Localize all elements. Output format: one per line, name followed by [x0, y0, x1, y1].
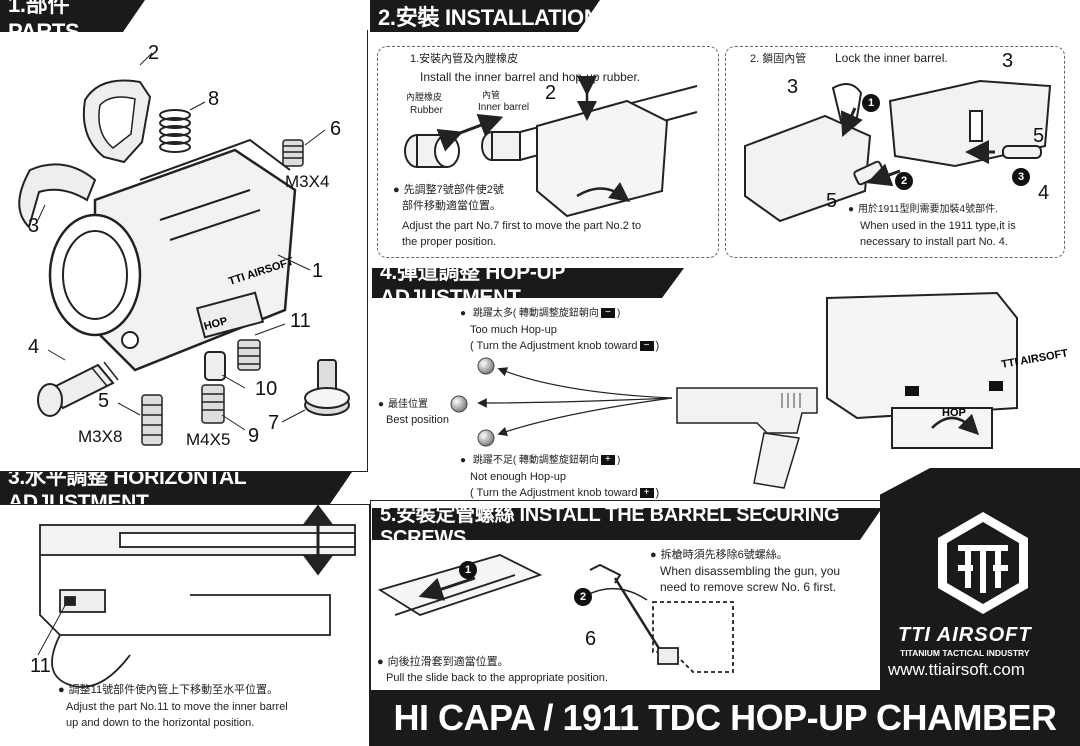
parts-callout-4: 4: [28, 336, 40, 358]
screws-note-en1: When disassembling the gun, you: [660, 564, 841, 578]
horizontal-callout-11: 11: [30, 655, 51, 677]
install-step1-cn: 1.安裝內管及內膛橡皮: [410, 53, 519, 65]
hopup-chamber-hop: HOP: [942, 407, 966, 419]
install-step2-en: Lock the inner barrel.: [835, 51, 948, 65]
hopup-not-enough-turn-close: ): [655, 487, 660, 499]
hopup-too-much-cn: 跳躍太多( 轉動調整旋鈕朝向−): [460, 307, 620, 321]
hopup-not-enough-en: Not enough Hop-up: [470, 471, 567, 483]
parts-callout-7: 7: [268, 412, 280, 434]
hopup-too-much-turn-text: ( Turn the Adjustment knob toward: [470, 340, 638, 352]
install-step2-callout-5b: 5: [826, 190, 838, 212]
install-step2-box: [725, 46, 1065, 258]
parts-callout-3: 3: [28, 215, 40, 237]
hopup-best-en: Best position: [386, 414, 449, 426]
hopup-not-enough-cn-text: 跳躍不足( 轉動調整旋鈕朝向: [472, 455, 599, 466]
horizontal-note-en1: Adjust the part No.11 to move the inner …: [66, 701, 288, 713]
horizontal-diagram: [37, 504, 356, 688]
install-step2-marker-3: 3: [1012, 168, 1030, 186]
hopup-not-enough-turn-text: ( Turn the Adjustment knob toward: [470, 487, 638, 499]
hopup-best-cn: 最佳位置: [378, 398, 428, 412]
parts-panel: [0, 30, 368, 472]
install-step2-cn: 2. 鎖固內管: [750, 53, 807, 65]
hopup-too-much-cn-text: 跳躍太多( 轉動調整旋鈕朝向: [472, 308, 599, 319]
parts-callout-5: 5: [98, 390, 110, 412]
parts-callout-8: 8: [208, 88, 220, 110]
hopup-too-much-turn: ( Turn the Adjustment knob toward−): [470, 339, 659, 353]
parts-callout-m4x5: M4X5: [186, 430, 231, 449]
hopup-too-much-turn-close: ): [655, 340, 660, 352]
parts-callout-2: 2: [148, 42, 160, 64]
parts-callout-6: 6: [330, 118, 342, 140]
installation-section-title: 2.安裝 INSTALLATION: [370, 0, 600, 32]
install-step2-note-en1: When used in the 1911 type,it is: [860, 220, 1016, 232]
screws-step-marker-2: 2: [574, 588, 592, 606]
plus-icon: +: [639, 488, 654, 499]
minus-icon: −: [639, 341, 654, 352]
brand-tagline: TITANIUM TACTICAL INDUSTRY: [900, 648, 1030, 658]
screws-note-en2: need to remove screw No. 6 first.: [660, 580, 837, 594]
parts-callout-11: 11: [290, 310, 311, 332]
install-step2-callout-4: 4: [1038, 182, 1050, 204]
install-rubber-cn: 內膛橡皮: [406, 92, 443, 102]
hopup-not-enough-cn: 跳躍不足( 轉動調整旋鈕朝向+): [460, 454, 620, 468]
parts-callout-m3x8: M3X8: [78, 427, 123, 446]
brand-url[interactable]: www.ttiairsoft.com: [888, 660, 1025, 679]
install-step1-box: [377, 46, 719, 258]
install-step2-marker-1: 1: [862, 94, 880, 112]
screws-pull-cn: 向後拉滑套到適當位置。: [377, 655, 509, 669]
installation-title-text: 2.安裝 INSTALLATION: [378, 5, 600, 30]
hopup-not-enough-close: ): [616, 455, 621, 466]
product-title-bar: HI CAPA / 1911 TDC HOP-UP CHAMBER: [370, 690, 1080, 746]
hopup-not-enough-turn: ( Turn the Adjustment knob toward+): [470, 486, 659, 500]
screws-pull-en: Pull the slide back to the appropriate p…: [386, 672, 608, 684]
install-step2-callout-3b: 3: [1002, 50, 1014, 72]
install-step1-note-cn1: 先調整7號部件使2號: [393, 183, 504, 197]
parts-callout-9: 9: [248, 425, 260, 447]
parts-exploded-diagram: TTI AIRSOFT HOP: [18, 52, 350, 446]
parts-callout-1: 1: [312, 260, 324, 282]
install-rubber-en: Rubber: [410, 105, 443, 116]
install-step1-note-en2: the proper position.: [402, 236, 497, 248]
minus-icon: −: [600, 308, 615, 319]
install-barrel-cn: 內管: [482, 90, 501, 100]
horizontal-note-cn: 調整11號部件使內管上下移動至水平位置。: [58, 683, 278, 697]
install-step2-note-cn: 用於1911型則需要加裝4號部件.: [848, 203, 998, 217]
install-step2-marker-2: 2: [895, 172, 913, 190]
parts-callout-m3x4: M3X4: [285, 172, 330, 191]
horizontal-section-title: 3.水平調整 HORIZONTAL ADJUSTMENT: [0, 472, 352, 504]
install-barrel-en: Inner barrel: [478, 102, 530, 113]
screws-diagram: [377, 554, 734, 673]
hopup-trajectory-diagram: TTI AIRSOFT HOP: [450, 291, 1069, 489]
install-step2-diagram: [744, 79, 1052, 223]
install-step1-note-cn2: 部件移動適當位置。: [402, 200, 501, 212]
install-step2-note-en2: necessary to install part No. 4.: [860, 236, 1008, 248]
parts-section-title: 1.部件 PARTS: [0, 0, 145, 32]
brand-logo-icon: [938, 512, 1028, 614]
hopup-too-much-close: ): [616, 308, 621, 319]
parts-callout-10: 10: [255, 378, 278, 400]
install-step2-callout-3a: 3: [787, 76, 799, 98]
install-step1-diagram: [404, 76, 698, 218]
horizontal-panel: [0, 504, 370, 746]
install-step2-callout-5a: 5: [1033, 125, 1045, 147]
plus-icon: +: [600, 455, 615, 466]
screws-panel: [370, 500, 910, 690]
screws-step-marker-1: 1: [459, 561, 477, 579]
parts-hop-label: HOP: [203, 315, 229, 333]
brand-name: TTI AIRSOFT: [898, 624, 1032, 646]
horizontal-note-en2: up and down to the horizontal position.: [66, 717, 255, 729]
install-step1-note-en1: Adjust the part No.7 first to move the p…: [402, 220, 642, 232]
screws-section-title: 5.安裝定管螺絲 INSTALL THE BARREL SECURING SCR…: [372, 508, 882, 540]
hopup-too-much-en: Too much Hop-up: [470, 324, 557, 336]
screws-callout-6: 6: [585, 628, 597, 650]
product-title: HI CAPA / 1911 TDC HOP-UP CHAMBER: [393, 697, 1057, 738]
install-callout-2: 2: [545, 82, 557, 104]
screws-note-cn: 拆槍時須先移除6號螺絲。: [650, 548, 788, 562]
